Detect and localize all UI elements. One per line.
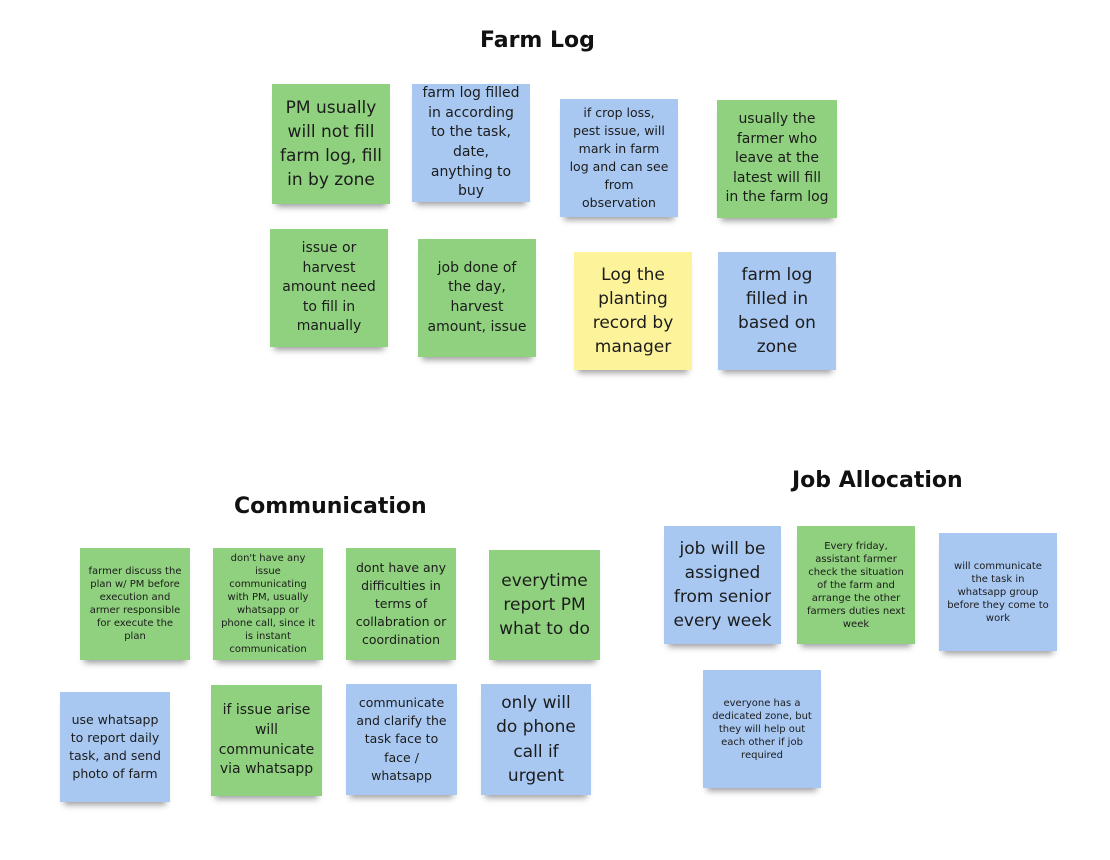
sticky-note-text: farmer discuss the plan w/ PM before exe… xyxy=(88,566,182,642)
sticky-note[interactable]: Every friday, assistant farmer check the… xyxy=(797,526,915,644)
sticky-note[interactable]: everytime report PM what to do xyxy=(489,550,600,660)
sticky-note[interactable]: job will be assigned from senior every w… xyxy=(664,526,781,644)
sticky-note-text: will communicate the task in whatsapp gr… xyxy=(947,560,1049,624)
sticky-note-text: Every friday, assistant farmer check the… xyxy=(806,540,906,630)
sticky-note[interactable]: if crop loss, pest issue, will mark in f… xyxy=(560,99,678,217)
sticky-note-text: Log the planting record by manager xyxy=(592,264,674,358)
sticky-note[interactable]: Log the planting record by manager xyxy=(574,252,692,370)
sticky-note[interactable]: only will do phone call if urgent xyxy=(481,684,591,795)
sticky-note-text: issue or harvest amount need to fill in … xyxy=(282,240,376,335)
sticky-note-text: don't have any issue communicating with … xyxy=(221,553,315,655)
sticky-note-text: only will do phone call if urgent xyxy=(496,693,576,786)
sticky-note[interactable]: usually the farmer who leave at the late… xyxy=(717,100,837,218)
farm-log-title: Farm Log xyxy=(480,28,595,53)
sticky-note[interactable]: if issue arise will communicate via what… xyxy=(211,685,322,796)
sticky-note[interactable]: communicate and clarify the task face to… xyxy=(346,684,457,795)
sticky-note-text: everytime report PM what to do xyxy=(499,570,590,640)
sticky-note[interactable]: farm log filled in according to the task… xyxy=(412,84,530,202)
sticky-note-text: PM usually will not fill farm log, fill … xyxy=(280,97,382,191)
sticky-note-text: use whatsapp to report daily task, and s… xyxy=(69,711,161,782)
sticky-note-text: if crop loss, pest issue, will mark in f… xyxy=(569,104,669,211)
sticky-note[interactable]: everyone has a dedicated zone, but they … xyxy=(703,670,821,788)
sticky-note[interactable]: job done of the day, harvest amount, iss… xyxy=(418,239,536,357)
sticky-note[interactable]: use whatsapp to report daily task, and s… xyxy=(60,692,170,802)
sticky-note-text: farm log filled in according to the task… xyxy=(422,85,520,200)
sticky-note-text: everyone has a dedicated zone, but they … xyxy=(712,697,812,761)
sticky-note[interactable]: farmer discuss the plan w/ PM before exe… xyxy=(80,548,190,660)
sticky-note[interactable]: dont have any difficulties in terms of c… xyxy=(346,548,456,660)
sticky-note[interactable]: don't have any issue communicating with … xyxy=(213,548,323,660)
sticky-note[interactable]: farm log filled in based on zone xyxy=(718,252,836,370)
sticky-note-text: usually the farmer who leave at the late… xyxy=(725,111,829,206)
sticky-note[interactable]: will communicate the task in whatsapp gr… xyxy=(939,533,1057,651)
sticky-note-text: if issue arise will communicate via what… xyxy=(218,702,315,778)
sticky-note-text: job done of the day, harvest amount, iss… xyxy=(427,259,527,335)
sticky-note-text: job will be assigned from senior every w… xyxy=(673,538,772,632)
job-allocation-title: Job Allocation xyxy=(792,468,963,493)
communication-title: Communication xyxy=(234,494,427,519)
sticky-note-text: dont have any difficulties in terms of c… xyxy=(355,559,447,648)
sticky-note-text: farm log filled in based on zone xyxy=(738,264,816,358)
sticky-note[interactable]: PM usually will not fill farm log, fill … xyxy=(272,84,390,204)
sticky-note-text: communicate and clarify the task face to… xyxy=(356,695,447,783)
sticky-note[interactable]: issue or harvest amount need to fill in … xyxy=(270,229,388,347)
